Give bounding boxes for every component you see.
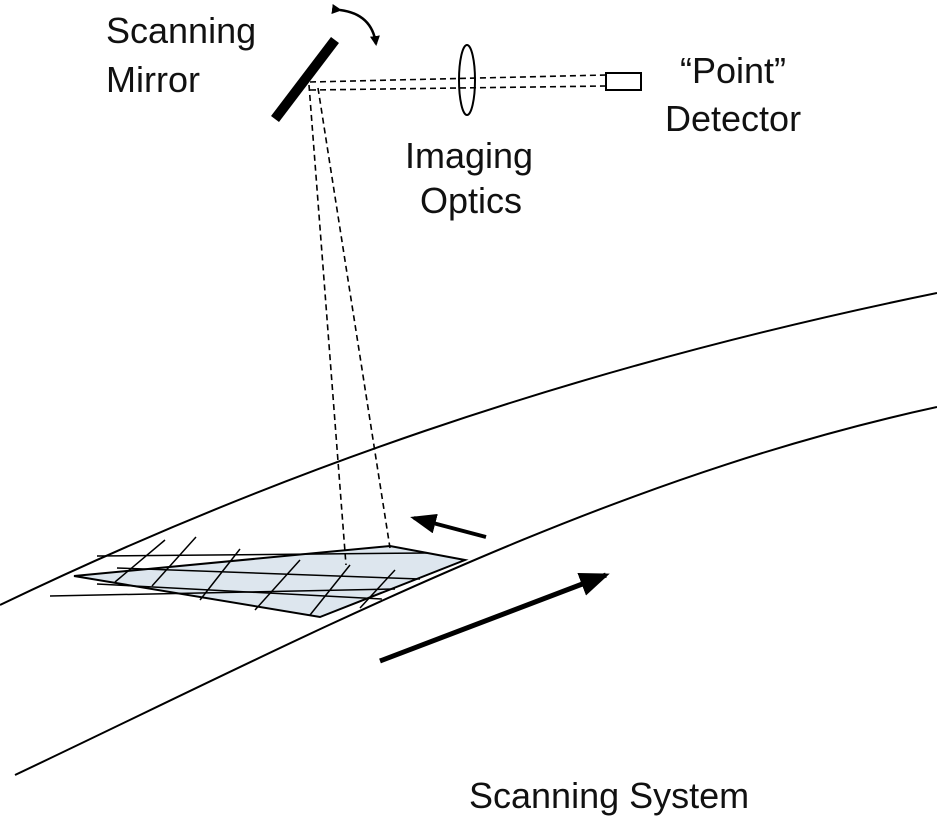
imaging-optics-label-line2: Optics <box>420 180 522 221</box>
optical-path-lower <box>309 85 607 91</box>
optical-path-upper <box>309 74 607 83</box>
ground-beam-right <box>317 87 391 549</box>
ground-beam-left <box>308 84 347 566</box>
lens-icon <box>458 44 476 116</box>
pixel-grid <box>49 536 469 619</box>
detector-label-line1: “Point” <box>680 50 786 91</box>
pixel-col-divider <box>114 539 166 583</box>
swath-lower-edge <box>14 406 937 776</box>
scanning-mirror-label-line1: Scanning <box>106 10 256 51</box>
along-track-arrow-icon <box>379 572 610 664</box>
point-detector-icon <box>605 72 642 91</box>
swath-upper-edge <box>0 292 937 606</box>
scanning-system-caption: Scanning System <box>469 775 749 816</box>
imaging-optics-label-line1: Imaging <box>405 135 533 176</box>
pixel-grid-outline <box>73 544 469 619</box>
scanning-mirror-icon <box>271 36 339 123</box>
cross-track-arrow-icon <box>410 513 487 539</box>
detector-label-line2: Detector <box>665 98 801 139</box>
scanning-mirror-label-line2: Mirror <box>106 59 200 100</box>
rotation-arrow-icon <box>331 4 380 46</box>
